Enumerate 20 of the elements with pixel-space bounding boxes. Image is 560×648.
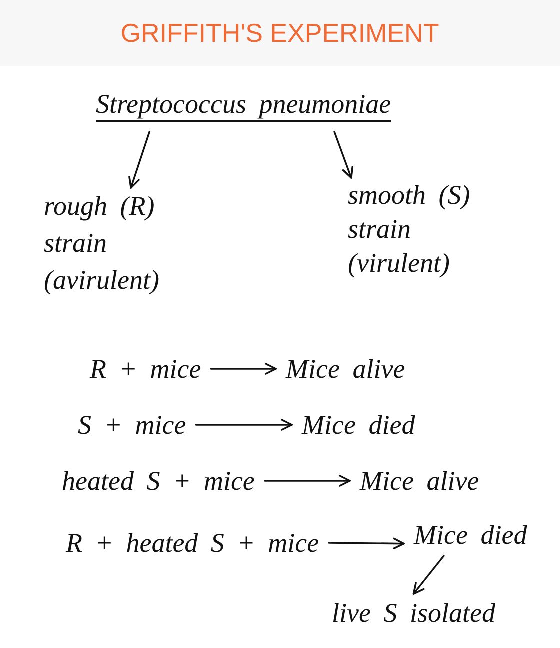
arrow [328, 538, 405, 550]
arrow [210, 363, 277, 375]
arrow [264, 475, 351, 487]
arrow [195, 419, 293, 431]
species-name: Streptococcus pneumoniae [96, 88, 392, 120]
diagram-title: GRIFFITH'S EXPERIMENT [120, 18, 440, 48]
arrow [128, 131, 150, 189]
outcome-label: Mice alive [360, 466, 480, 496]
reaction-label: R + mice [90, 354, 202, 384]
outcome-label: Mice died [302, 410, 416, 440]
arrow [412, 555, 445, 595]
arrow [334, 131, 354, 179]
reaction-label: heated S + mice [62, 466, 255, 496]
strain-label: rough (R) strain (avirulent) [44, 190, 160, 297]
outcome-label: Mice died [414, 520, 528, 550]
strain-label: smooth (S) strain (virulent) [348, 179, 472, 280]
reaction-label: R + heated S + mice [66, 528, 320, 558]
reaction-label: S + mice [78, 410, 186, 440]
outcome-label: Mice alive [286, 354, 406, 384]
outcome-label: live S isolated [332, 598, 496, 628]
